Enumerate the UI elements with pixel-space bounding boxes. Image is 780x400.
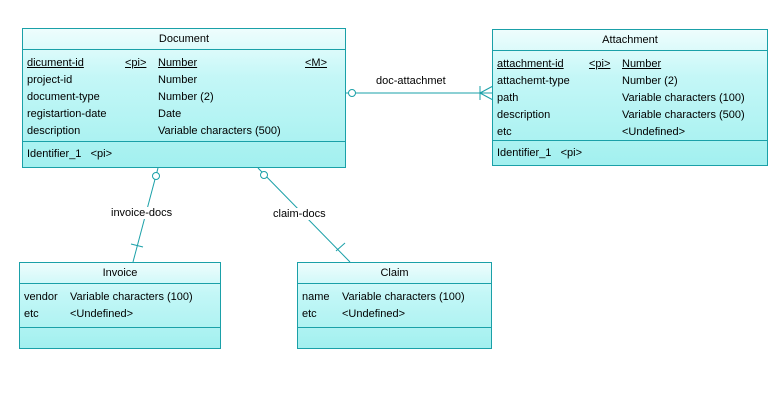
- attribute-type: Number: [158, 74, 198, 86]
- invoice-attribute-row[interactable]: vendor Variable characters (100): [20, 289, 220, 306]
- document-identifiers: Identifier_1 <pi>: [23, 142, 345, 166]
- attachment-entity[interactable]: Attachment attachment-id <pi> Number att…: [492, 29, 768, 166]
- attribute-name: description: [497, 109, 551, 121]
- attribute-type: Number (2): [622, 75, 678, 87]
- attribute-name: attachment-id: [497, 58, 564, 70]
- attachment-attribute-row[interactable]: attachemt-type Number (2): [493, 73, 767, 90]
- attribute-type: Number: [158, 57, 198, 69]
- attribute-key: <pi>: [125, 57, 147, 69]
- attribute-type: Number (2): [158, 91, 214, 103]
- attachment-attribute-row[interactable]: path Variable characters (100): [493, 90, 767, 107]
- invoice-docs-optional-marker: [152, 172, 160, 180]
- document-attribute-row[interactable]: registartion-date Date: [23, 106, 345, 123]
- document-attribute-row[interactable]: document-type Number (2): [23, 89, 345, 106]
- attribute-type: <Undefined>: [622, 126, 685, 138]
- attribute-type: Variable characters (100): [622, 92, 745, 104]
- claim-title: Claim: [298, 263, 491, 284]
- attribute-name: etc: [302, 308, 317, 320]
- invoice-attribute-row[interactable]: etc <Undefined>: [20, 306, 220, 323]
- document-entity[interactable]: Document dicument-id <pi> Number <M> pro…: [22, 28, 346, 168]
- attribute-type: <Undefined>: [342, 308, 405, 320]
- attribute-name: path: [497, 92, 519, 104]
- attribute-type: Number: [622, 58, 662, 70]
- doc-attachment-crowfoot-lower: [479, 92, 494, 101]
- claim-docs-optional-marker: [260, 171, 268, 179]
- attachment-attribute-row[interactable]: description Variable characters (500): [493, 107, 767, 124]
- attribute-type: Variable characters (100): [70, 291, 193, 303]
- invoice-docs-label: invoice-docs: [111, 207, 173, 219]
- claim-docs-mandatory-bar: [335, 242, 346, 252]
- claim-entity[interactable]: Claim name Variable characters (100) etc…: [297, 262, 492, 349]
- attachment-attribute-row[interactable]: etc <Undefined>: [493, 124, 767, 141]
- attribute-mandatory: <M>: [305, 57, 328, 69]
- attribute-name: etc: [24, 308, 39, 320]
- attribute-name: attachemt-type: [497, 75, 570, 87]
- invoice-docs-mandatory-bar: [130, 243, 144, 248]
- attribute-name: project-id: [27, 74, 73, 86]
- invoice-entity[interactable]: Invoice vendor Variable characters (100)…: [19, 262, 221, 349]
- attribute-name: document-type: [27, 91, 100, 103]
- attachment-title: Attachment: [493, 30, 767, 51]
- doc-attachment-label: doc-attachmet: [376, 75, 446, 87]
- invoice-title: Invoice: [20, 263, 220, 284]
- attribute-name: description: [27, 125, 81, 137]
- attribute-type: Date: [158, 108, 182, 120]
- attachment-identifiers: Identifier_1 <pi>: [493, 141, 767, 165]
- attribute-name: name: [302, 291, 330, 303]
- attribute-type: Variable characters (500): [158, 125, 281, 137]
- attachment-identifier: Identifier_1 <pi>: [497, 147, 583, 159]
- claim-attribute-row[interactable]: name Variable characters (100): [298, 289, 491, 306]
- doc-attachment-crowfoot-upper: [479, 85, 494, 94]
- attribute-type: <Undefined>: [70, 308, 133, 320]
- document-attribute-row[interactable]: description Variable characters (500): [23, 123, 345, 140]
- claim-attribute-row[interactable]: etc <Undefined>: [298, 306, 491, 323]
- attribute-name: vendor: [24, 291, 58, 303]
- claim-docs-label: claim-docs: [273, 208, 326, 220]
- attachment-attributes: attachment-id <pi> Number attachemt-type…: [493, 51, 767, 141]
- attachment-attribute-row[interactable]: attachment-id <pi> Number: [493, 56, 767, 73]
- document-attribute-row[interactable]: dicument-id <pi> Number <M>: [23, 55, 345, 72]
- attribute-name: registartion-date: [27, 108, 107, 120]
- attribute-key: <pi>: [589, 58, 611, 70]
- document-attributes: dicument-id <pi> Number <M> project-id N…: [23, 50, 345, 142]
- invoice-attributes: vendor Variable characters (100) etc <Un…: [20, 284, 220, 328]
- attribute-name: dicument-id: [27, 57, 84, 69]
- attribute-type: Variable characters (100): [342, 291, 465, 303]
- claim-attributes: name Variable characters (100) etc <Unde…: [298, 284, 491, 328]
- document-attribute-row[interactable]: project-id Number: [23, 72, 345, 89]
- attribute-type: Variable characters (500): [622, 109, 745, 121]
- attribute-name: etc: [497, 126, 512, 138]
- document-identifier: Identifier_1 <pi>: [27, 148, 113, 160]
- doc-attachment-optional-marker: [348, 89, 356, 97]
- document-title: Document: [23, 29, 345, 50]
